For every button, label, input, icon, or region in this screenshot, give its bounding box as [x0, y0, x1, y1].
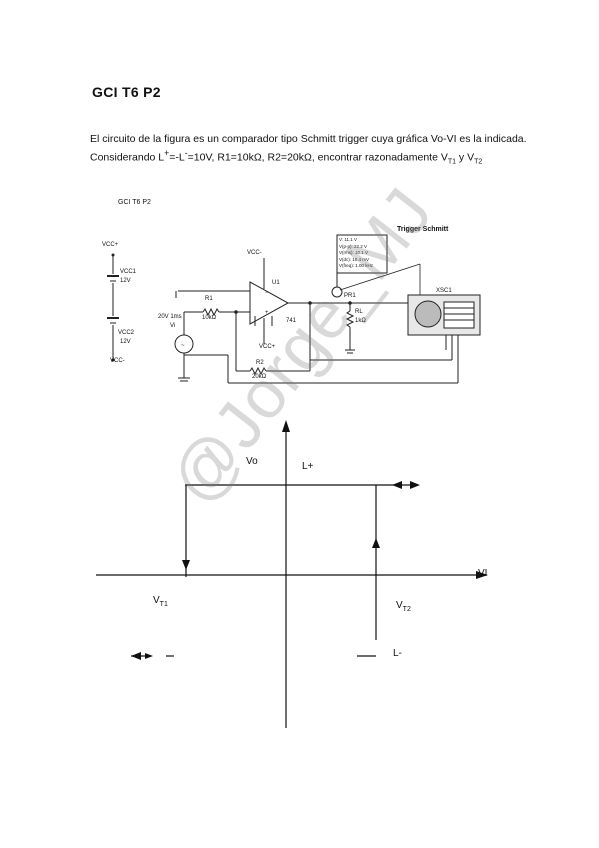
probe-reading-vpp: V(p-p): 22.2 V [339, 243, 368, 249]
vcc2-value: 12V [120, 339, 131, 345]
stmt-and: y V [456, 151, 475, 164]
vt1-main: V [153, 595, 160, 606]
scope-title: Trigger Schmitt [397, 226, 449, 233]
vo-axis-label: Vo [246, 456, 258, 467]
vt2-main: V [396, 600, 403, 611]
r1-label: R1 [205, 296, 213, 302]
stmt-plus-sup: + [164, 148, 170, 158]
rl-label: RL [355, 309, 363, 315]
vcc1-label: VCC1 [120, 269, 137, 275]
r1-value: 10kΩ [202, 315, 217, 321]
circuit-title: GCI T6 P2 [118, 199, 151, 206]
vcc2-label: VCC2 [118, 330, 135, 336]
l-minus-label: L- [393, 648, 402, 659]
vcc-minus-bottom-label: VCC- [110, 358, 125, 364]
svg-text:+: + [265, 310, 269, 316]
stmt-minus-sup: - [184, 148, 188, 158]
stmt-t1-sub: T1 [447, 158, 457, 166]
vt1-sub: T1 [159, 601, 168, 608]
vt1-label: VT1 [153, 595, 168, 608]
vi-axis-label: VI [478, 568, 488, 579]
problem-statement-line1: El circuito de la figura es un comparado… [90, 133, 527, 145]
r2-value: 20kΩ [252, 374, 267, 380]
stmt-l-label-2: =-L [169, 151, 185, 164]
opamp-ref-label: U1 [272, 280, 280, 286]
probe-reading-vfreq: V(freq): 1.00 kHz [339, 263, 374, 268]
probe-reading-vrms: V(rms): 10.1 V [339, 250, 369, 255]
vcc-plus-top-label: VCC+ [102, 242, 119, 248]
probe-reading-v: V: 11.1 V [339, 237, 358, 242]
svg-text:~: ~ [181, 343, 185, 349]
source-ref: Vi [170, 323, 176, 329]
vcc1-value: 12V [120, 278, 131, 284]
source-value: 20V 1ms [158, 314, 182, 320]
vcc-plus-opamp-label: VCC+ [259, 344, 276, 350]
opamp-model-label: 741 [286, 318, 297, 324]
scope-ref: XSC1 [436, 288, 452, 294]
stmt-t2-sub: T2 [474, 158, 483, 166]
probe-readings: V: 11.1 V V(p-p): 22.2 V V(rms): 10.1 V … [339, 237, 373, 270]
vcc-minus-opamp-label: VCC- [247, 250, 262, 256]
document-title: GCI T6 P2 [92, 84, 161, 100]
stmt-l-label: Considerando L [90, 151, 165, 164]
probe-reading-vdc: V(dc): 10.4 mV [339, 256, 370, 262]
r2-label: R2 [256, 360, 264, 366]
probe-ref: PR1 [344, 293, 356, 299]
vt2-label: VT2 [396, 600, 411, 613]
stmt-values: =10V, R1=10kΩ, R2=20kΩ, encontrar razona… [187, 151, 448, 164]
vt2-sub: T2 [402, 606, 411, 613]
svg-text:−: − [265, 290, 269, 296]
problem-statement-line2: Considerando L+=-L-=10V, R1=10kΩ, R2=20k… [90, 148, 482, 166]
rl-value: 1kΩ [355, 318, 366, 324]
l-plus-label: L+ [302, 461, 314, 472]
